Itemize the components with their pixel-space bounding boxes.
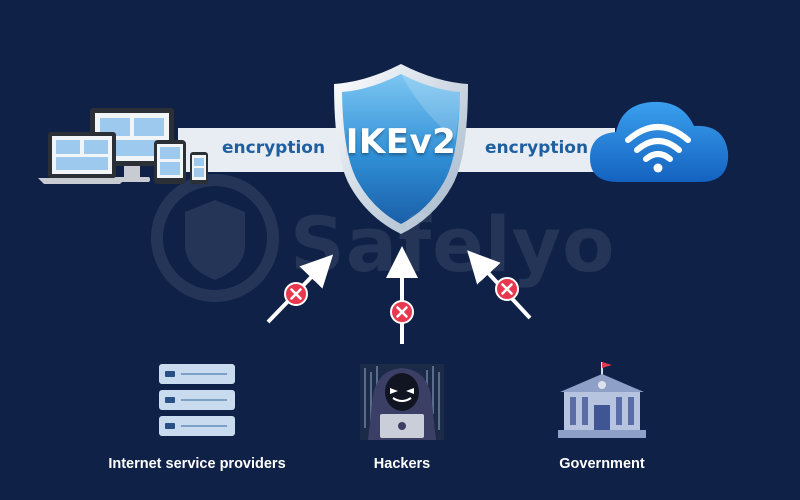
blocked-x-icon xyxy=(284,282,308,306)
right-tunnel-bar xyxy=(455,128,615,172)
protocol-label: IKEv2 xyxy=(345,122,457,162)
server-stack-icon xyxy=(159,364,235,436)
watermark-text: Safelyo xyxy=(290,200,616,289)
blocked-x-icon xyxy=(495,277,519,301)
hacker-icon xyxy=(360,364,444,440)
isp-caption: Internet service providers xyxy=(108,456,286,472)
cloud-wifi-icon xyxy=(590,101,729,182)
government-building-icon xyxy=(558,362,646,438)
shield-icon xyxy=(334,64,468,234)
government-caption: Government xyxy=(559,456,645,472)
right-encryption-label: encryption xyxy=(485,138,589,158)
left-encryption-label: encryption xyxy=(222,138,326,158)
watermark-logo xyxy=(151,174,279,302)
hackers-caption: Hackers xyxy=(373,456,431,472)
devices-icon xyxy=(38,108,208,184)
blocked-x-icon xyxy=(390,300,414,324)
